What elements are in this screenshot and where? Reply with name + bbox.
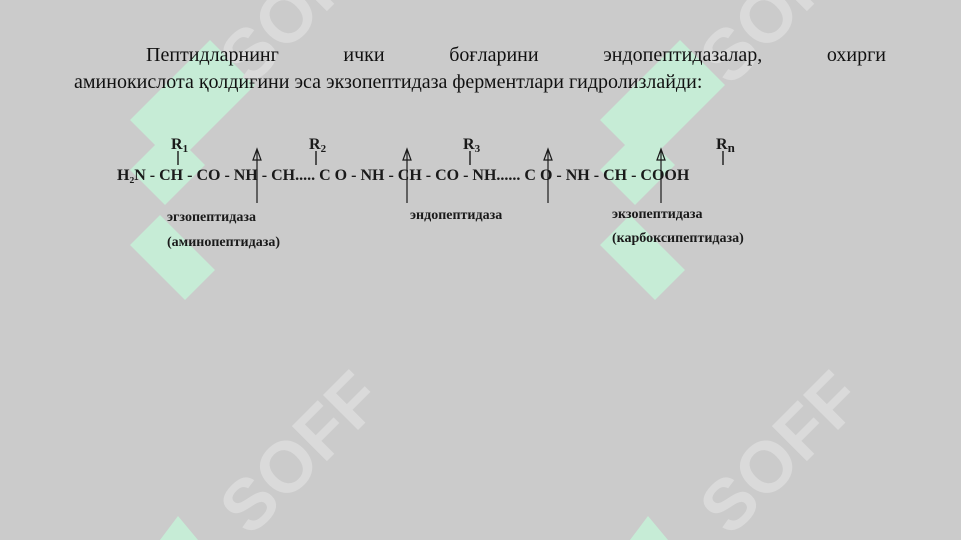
paragraph-word: охирги — [826, 44, 886, 66]
peptide-main-chain: H₂N - CH - CO - NH - CH..... C O - NH - … — [117, 167, 690, 184]
cleavage-arrow-icon — [402, 147, 412, 203]
paragraph-word: ички — [343, 44, 385, 66]
r-group-label: R2 — [309, 136, 327, 155]
r-group-label: Rn — [716, 136, 736, 155]
carboxypeptidase-label: экзопептидаза — [612, 207, 702, 222]
cleavage-arrows — [252, 147, 666, 203]
cleavage-arrow-icon — [252, 147, 262, 203]
r-group-label: R1 — [171, 136, 188, 155]
aminopeptidase-sublabel: (аминопептидаза) — [167, 235, 280, 250]
watermark-logo-icon — [130, 40, 725, 540]
carboxypeptidase-sublabel: (карбоксипептидаза) — [612, 231, 744, 246]
description-paragraph: Пептидларнинг ички боғларини эндопептида… — [74, 42, 886, 96]
side-chain-bonds — [177, 151, 724, 165]
endopeptidase-label: эндопептидаза — [410, 208, 502, 223]
cleavage-arrow-icon — [656, 147, 666, 203]
aminopeptidase-label: эгзопептидаза — [167, 210, 256, 225]
paragraph-word: Пептидларнинг — [146, 44, 279, 66]
paragraph-word: эндопептидазалар, — [603, 44, 763, 66]
paragraph-line-1: Пептидларнинг ички боғларини эндопептида… — [74, 42, 886, 69]
paragraph-line-2: аминокислота қолдиғини эса экзопептидаза… — [74, 71, 703, 93]
paragraph-word: боғларини — [449, 44, 539, 66]
cleavage-arrow-icon — [543, 147, 553, 203]
r-group-label: R3 — [463, 136, 481, 155]
